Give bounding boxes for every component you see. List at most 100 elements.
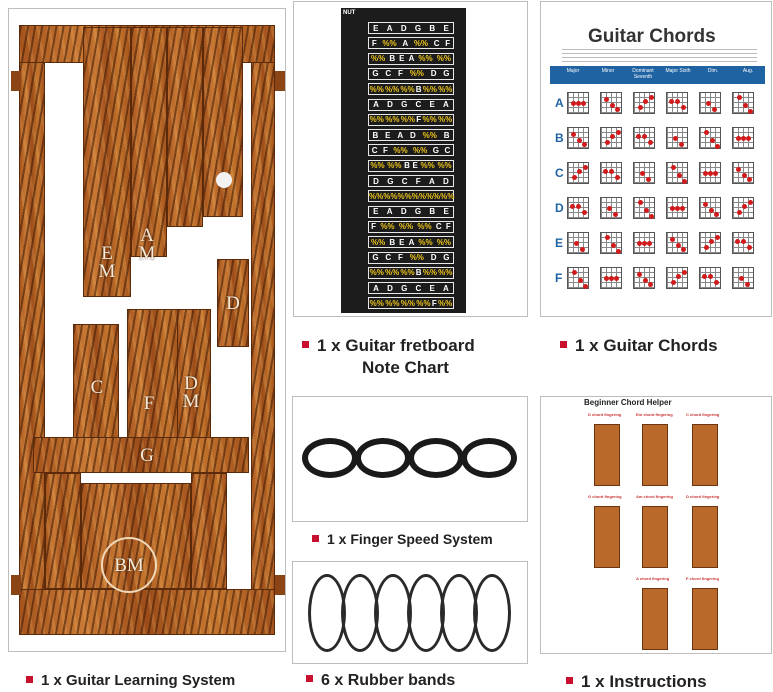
- finger-dot: [610, 103, 615, 108]
- fretboard-note: %%: [369, 115, 384, 125]
- chord-diagram: [732, 232, 754, 254]
- fretboard-note: D: [443, 176, 449, 186]
- finger-dot: [643, 278, 648, 283]
- key-d-block: [217, 259, 249, 347]
- fretboard-note: %%: [409, 69, 424, 79]
- chord-diagram: [567, 127, 589, 149]
- finger-dot: [714, 212, 719, 217]
- fretboard-note: %%: [393, 145, 408, 155]
- finger-dot: [743, 103, 748, 108]
- instruction-chord-image: [692, 588, 718, 650]
- fretboard-note: G: [443, 69, 450, 79]
- fretboard-note: %%: [418, 237, 433, 247]
- fretboard-note: F: [445, 38, 451, 48]
- instruction-chord-image: [692, 424, 718, 486]
- fretboard-note: F: [398, 253, 403, 262]
- chord-header-cell: Major: [566, 68, 580, 74]
- bottom-mid-block: [81, 483, 191, 589]
- chords-title: Guitar Chords: [588, 26, 716, 47]
- fretboard-note: %%: [409, 253, 424, 262]
- bm-disc: [101, 537, 157, 593]
- fretboard-note: %%: [413, 145, 428, 155]
- chord-header-cell: Major Sixth: [665, 68, 691, 74]
- finger-dot: [581, 101, 586, 106]
- bottom-left-block: [45, 473, 81, 589]
- finger-dot: [670, 237, 675, 242]
- tab-left-top: [11, 71, 21, 91]
- fretboard-note: %%: [437, 161, 452, 171]
- instruction-chord-image: [594, 506, 620, 568]
- frame-left-rail: [19, 25, 45, 635]
- finger-dot: [611, 243, 616, 248]
- fretboard-note: C: [415, 283, 422, 293]
- finger-ring-3: [408, 438, 464, 478]
- finger-dot: [677, 173, 682, 178]
- fretboard-note: B: [404, 161, 410, 171]
- finger-dot: [616, 249, 621, 254]
- finger-dot: [648, 140, 653, 145]
- fretboard-nut-label: NUT: [343, 10, 356, 16]
- fretboard-note: %%: [369, 84, 384, 94]
- chord-diagram: [600, 232, 622, 254]
- fretboard-note: E: [385, 130, 391, 140]
- fretboard-note: C: [385, 253, 392, 262]
- label-bm: BM: [114, 555, 144, 576]
- chord-row-label: B: [555, 131, 564, 145]
- fretboard-note: G: [387, 176, 394, 186]
- chord-diagram: [567, 92, 589, 114]
- key-bar-2: [131, 27, 167, 257]
- block-left-lower: [73, 324, 119, 444]
- finger-dot: [616, 130, 621, 135]
- finger-dot: [647, 241, 652, 246]
- finger-dot: [615, 175, 620, 180]
- fretboard-note: B: [443, 130, 450, 140]
- chord-row-label: E: [555, 236, 564, 250]
- caption-instructions: 1 x Instructions: [566, 672, 707, 692]
- finger-dot: [715, 235, 720, 240]
- fretboard-note: A: [373, 100, 379, 109]
- fretboard-note: A: [402, 38, 409, 48]
- chord-diagram: [633, 92, 655, 114]
- bullet-icon: [26, 675, 33, 683]
- chord-row-label: C: [555, 166, 564, 180]
- fretboard-note: A: [386, 23, 393, 33]
- key-bar-1: [83, 27, 131, 297]
- bottom-right-block: [191, 473, 227, 589]
- chord-diagram: [699, 197, 721, 219]
- fretboard-row: %%%%%%B%%%%: [368, 266, 454, 279]
- label-d: D: [226, 293, 240, 314]
- finger-dot: [637, 241, 642, 246]
- chord-diagram: [666, 127, 688, 149]
- finger-dot: [609, 276, 614, 281]
- instruction-chord-image: [692, 506, 718, 568]
- fretboard-note: A: [443, 100, 449, 109]
- fretboard-note: E: [443, 23, 449, 33]
- finger-dot: [682, 270, 687, 275]
- fretboard-note: %%: [400, 115, 415, 125]
- finger-dot: [637, 272, 642, 277]
- fretboard-note: G: [401, 100, 408, 109]
- fretboard-note: %%: [438, 115, 453, 125]
- finger-dot: [747, 245, 752, 250]
- finger-dot: [703, 171, 708, 176]
- bullet-icon: [306, 675, 313, 683]
- peg-knob: [216, 172, 232, 188]
- instruction-chord-image: [642, 588, 668, 650]
- fretboard-note: A: [373, 283, 379, 293]
- finger-dot: [670, 206, 675, 211]
- fretboard-note: %%: [422, 268, 437, 278]
- fretboard-note: %%: [384, 268, 400, 278]
- fretboard-note: %%: [369, 298, 384, 308]
- fretboard-note: A: [408, 54, 415, 64]
- fretboard-note: C: [415, 100, 422, 109]
- finger-dot: [603, 169, 608, 174]
- fretboard-note: G: [414, 207, 422, 217]
- fretboard-note: %%: [438, 84, 453, 94]
- label-em: E M: [98, 243, 116, 282]
- fretboard-note: G: [414, 23, 422, 33]
- fretboard-note: %%: [420, 161, 435, 171]
- instruction-chord-heading: G chord fingering: [588, 494, 622, 499]
